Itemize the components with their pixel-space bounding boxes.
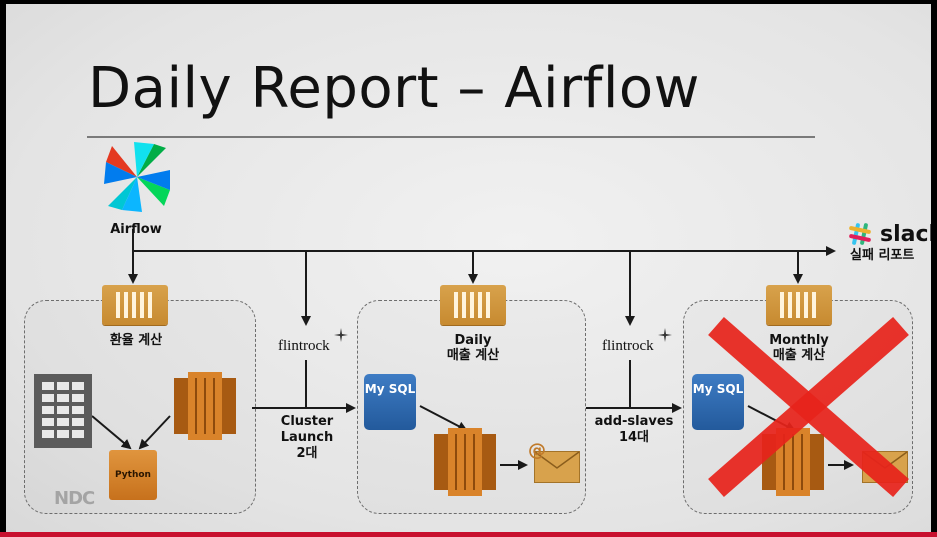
flow-connectors: [91, 229, 854, 470]
monthly-task-label-2: 매출 계산: [772, 348, 826, 363]
email-at-icon: @: [528, 440, 546, 461]
ndc-watermark: NDC: [54, 488, 95, 509]
flintrock-spark-icon: [334, 328, 348, 342]
database-table-icon: [34, 374, 92, 448]
cluster-label-3: 2대: [296, 446, 318, 461]
ec2-instance-icon: [434, 428, 496, 496]
cluster-label-2: Launch: [280, 430, 334, 445]
airflow-label: Airflow: [110, 222, 162, 237]
slide: Daily Report – Airflow: [6, 4, 931, 532]
slack-caption: 실패 리포트: [850, 248, 915, 263]
mysql-db-icon: My SQL: [692, 374, 744, 430]
bottom-accent-bar: [0, 532, 937, 537]
python-icon: Python: [109, 450, 157, 500]
title-divider: [87, 136, 815, 138]
daily-task-label-2: 매출 계산: [446, 348, 500, 363]
cluster-label-1: Cluster: [280, 414, 334, 429]
slack-logo-text: slack: [880, 222, 931, 247]
ec2-instance-icon: [174, 372, 236, 440]
airflow-pinwheel-icon: [104, 142, 170, 212]
fx-operator-icon: [102, 285, 168, 325]
flintrock-logo-2: flintrock: [602, 338, 654, 354]
cross-icon: [708, 316, 909, 498]
fx-task-label: 환율 계산: [109, 333, 163, 348]
slaves-label-2: 14대: [618, 430, 650, 445]
monthly-task-label-1: Monthly: [769, 333, 829, 348]
daily-task-label-1: Daily: [454, 333, 492, 348]
email-icon: [534, 451, 580, 483]
flintrock-logo-1: flintrock: [278, 338, 330, 354]
mysql-db-icon: My SQL: [364, 374, 416, 430]
daily-operator-icon: [440, 285, 506, 325]
flintrock-spark-icon: [658, 328, 672, 342]
slack-hash-icon: [849, 223, 871, 245]
page-title: Daily Report – Airflow: [88, 56, 700, 121]
slaves-label-1: add-slaves: [594, 414, 674, 429]
monthly-operator-icon: [766, 285, 832, 325]
